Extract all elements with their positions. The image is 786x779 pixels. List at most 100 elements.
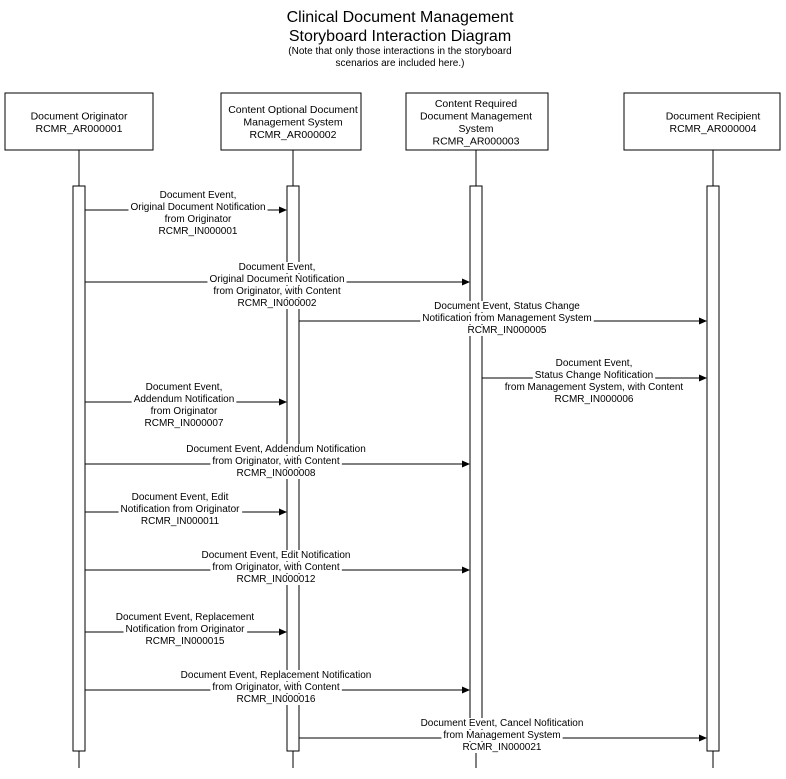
message-label: Document Event, xyxy=(556,358,633,369)
label-background xyxy=(138,516,222,527)
participant-label: Document Management xyxy=(420,110,532,122)
label-background xyxy=(418,718,586,729)
note-line: scenarios are included here.) xyxy=(336,58,465,69)
label-background xyxy=(553,358,635,369)
label-background xyxy=(460,742,544,753)
label-background xyxy=(143,382,225,393)
arrowhead-icon xyxy=(279,398,287,406)
participant-box xyxy=(405,92,549,151)
label-background xyxy=(210,456,342,467)
label-background xyxy=(236,262,318,273)
message-label: from Management System xyxy=(443,730,560,741)
arrowhead-icon xyxy=(279,628,287,636)
message-label: Original Document Notification xyxy=(209,274,344,285)
label-background xyxy=(129,492,231,503)
participant-label: RCMR_AR000004 xyxy=(670,123,757,135)
message-label: Original Document Notification xyxy=(130,202,265,213)
message: Document Event,Original Document Notific… xyxy=(85,262,470,309)
label-background xyxy=(184,444,368,455)
arrowhead-icon xyxy=(462,686,470,694)
message: Document Event, Addendum Notificationfro… xyxy=(85,444,470,479)
label-background xyxy=(128,202,268,213)
message: Document Event, ReplacementNotification … xyxy=(85,612,287,647)
label-background xyxy=(148,406,221,417)
message-label: Document Event, Cancel Nofitication xyxy=(421,718,584,729)
label-background xyxy=(207,274,347,285)
label-background xyxy=(432,301,583,312)
participant-label: Content Optional Document xyxy=(228,104,358,116)
message-label: from Originator, with Content xyxy=(212,456,339,467)
message-label: Document Event, Addendum Notification xyxy=(186,444,366,455)
label-background xyxy=(210,562,342,573)
message-label: RCMR_IN000002 xyxy=(238,298,317,309)
note-line: (Note that only those interactions in th… xyxy=(288,46,511,57)
label-background xyxy=(420,313,594,324)
message-label: Notification from Originator xyxy=(126,624,246,635)
participant-label: RCMR_AR000001 xyxy=(36,123,123,135)
message-label: RCMR_IN000016 xyxy=(237,694,316,705)
message: Document Event,Original Document Notific… xyxy=(85,190,287,237)
message-label: Document Event, xyxy=(239,262,316,273)
label-background xyxy=(162,214,235,225)
label-background xyxy=(235,298,319,309)
label-background xyxy=(113,612,257,623)
message: Document Event,Status Change Nofiticatio… xyxy=(482,358,707,405)
message-label: from Originator, with Content xyxy=(212,682,339,693)
label-background xyxy=(234,574,318,585)
message: Document Event, Replacement Notification… xyxy=(85,670,470,705)
message-label: from Originator, with Content xyxy=(212,562,339,573)
message-label: Notification from Originator xyxy=(121,504,241,515)
label-background xyxy=(156,226,240,237)
label-background xyxy=(234,468,318,479)
participant-label: Document Originator xyxy=(31,110,128,122)
message-label: Document Event, Replacement xyxy=(116,612,255,623)
label-background xyxy=(234,694,318,705)
message-label: from Management System, with Content xyxy=(505,382,684,393)
lifelines xyxy=(72,150,720,768)
message: Document Event,Addendum Notificationfrom… xyxy=(85,382,287,429)
label-background xyxy=(210,682,342,693)
label-background xyxy=(143,636,227,647)
message-label: Document Event, Replacement Notification xyxy=(181,670,372,681)
message-label: RCMR_IN000012 xyxy=(237,574,316,585)
message: Document Event, Cancel Nofiticationfrom … xyxy=(299,718,707,753)
arrowhead-icon xyxy=(279,508,287,516)
label-background xyxy=(131,394,237,405)
diagram-note: (Note that only those interactions in th… xyxy=(288,46,511,69)
label-background xyxy=(118,504,243,515)
message-label: from Originator xyxy=(165,214,232,225)
message-label: Document Event, Edit xyxy=(132,492,229,503)
message-label: RCMR_IN000021 xyxy=(463,742,542,753)
participant-label: Management System xyxy=(243,117,342,129)
title-line: Storyboard Interaction Diagram xyxy=(289,28,511,45)
message: Document Event, Status ChangeNotificatio… xyxy=(299,301,707,336)
participant-label: System xyxy=(458,123,493,135)
title-line: Clinical Document Management xyxy=(287,9,514,26)
participant-label: RCMR_AR000002 xyxy=(250,129,337,141)
label-background xyxy=(532,370,656,381)
participant-label: Document Recipient xyxy=(666,110,761,122)
participant-box xyxy=(4,92,154,151)
arrowhead-icon xyxy=(699,734,707,742)
message-label: Document Event, Status Change xyxy=(434,301,580,312)
participant-box xyxy=(220,92,362,151)
label-background xyxy=(502,382,686,393)
activation-bar xyxy=(469,185,483,752)
label-background xyxy=(441,730,563,741)
arrowhead-icon xyxy=(279,206,287,214)
message-label: Document Event, xyxy=(160,190,237,201)
label-background xyxy=(465,325,549,336)
message-label: Notification from Management System xyxy=(422,313,592,324)
label-background xyxy=(199,550,353,561)
message-label: RCMR_IN000006 xyxy=(555,394,634,405)
message-label: from Originator, with Content xyxy=(213,286,340,297)
message-label: RCMR_IN000007 xyxy=(145,418,224,429)
message-label: Addendum Notification xyxy=(134,394,235,405)
message-label: Document Event, xyxy=(146,382,223,393)
message-label: RCMR_IN000005 xyxy=(468,325,547,336)
